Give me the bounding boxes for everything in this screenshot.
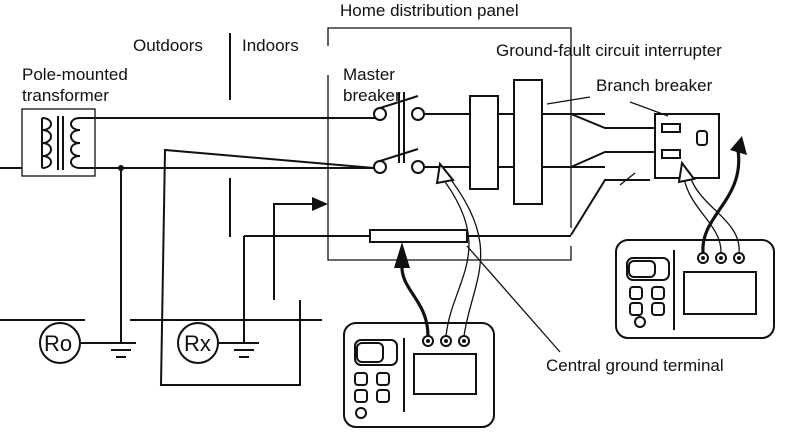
tester-1-lead-black	[400, 263, 430, 337]
outlet-ground-hole	[696, 130, 708, 146]
tester-2-lead-a	[683, 177, 722, 254]
rx-ground-icon	[229, 342, 259, 358]
branch-line-top	[570, 113, 655, 129]
transformer-box	[21, 108, 96, 177]
tester-2-lead-b	[689, 175, 740, 254]
tester-1-probe-arrow-icon	[435, 161, 455, 185]
outlet-slot-2	[661, 149, 681, 159]
indoors-label: Indoors	[242, 36, 299, 55]
gfci-box-2	[513, 79, 543, 205]
tester-1-lead-b	[444, 171, 482, 337]
tester-2-lead-black	[701, 149, 741, 254]
transformer-label-line2: transformer	[22, 86, 109, 105]
central-ground-leader	[466, 245, 561, 353]
tester-2-probe-arrow-icon	[677, 160, 696, 184]
tester-1-icon	[343, 322, 495, 428]
tester-1-lead-a	[439, 174, 470, 337]
tester-2-arrow-icon	[730, 136, 747, 155]
outdoors-label: Outdoors	[133, 36, 203, 55]
tester-1-arrow-icon	[394, 242, 410, 268]
ground-line-tick	[619, 172, 636, 186]
return-loop-wire	[159, 148, 375, 386]
central-ground-label: Central ground terminal	[546, 356, 724, 375]
panel-label: Home distribution panel	[340, 1, 519, 20]
master-breaker-label-line2: breaker	[343, 86, 401, 105]
branch-line-ground	[570, 179, 650, 236]
transformer-coil-icon	[41, 116, 81, 170]
rx-arrow-icon	[312, 197, 328, 211]
transformer-label-line1: Pole-mounted	[22, 65, 128, 84]
tester-2-icon	[615, 239, 775, 339]
master-breaker-label-line1: Master	[343, 65, 395, 84]
gfci-label: Ground-fault circuit interrupter	[496, 41, 722, 60]
ro-label: Ro	[44, 331, 72, 356]
branch-breaker-leader	[629, 101, 669, 117]
rx-label: Rx	[184, 331, 211, 356]
branch-breaker-label: Branch breaker	[596, 76, 713, 95]
panel-outline-top	[327, 27, 572, 228]
rx-probe-wire	[273, 203, 322, 300]
outlet-slot-1	[661, 123, 681, 133]
ro-ground-icon	[106, 342, 136, 358]
branch-line-neutral	[570, 151, 655, 168]
gfci-box-1	[469, 95, 499, 190]
gfci-leader	[546, 96, 591, 105]
central-ground-terminal	[369, 229, 468, 243]
